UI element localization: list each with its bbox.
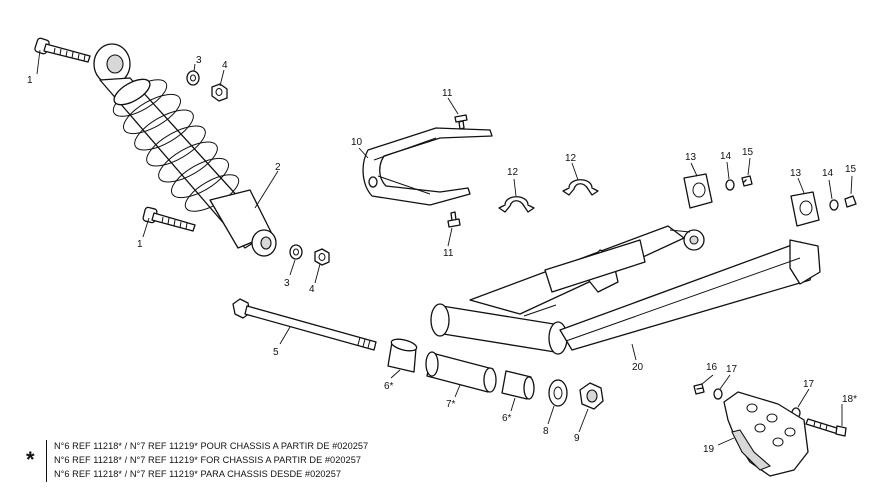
callout-9: 9 — [574, 433, 580, 444]
callout-3-top: 3 — [196, 55, 202, 66]
screw-part-11-upper — [454, 114, 468, 130]
callout-8: 8 — [543, 426, 549, 437]
callout-labels: 1 3 4 2 1 3 4 5 6* 7* 6* 8 9 10 11 11 12… — [27, 55, 857, 455]
callout-7: 7* — [446, 399, 456, 410]
clamp-part-12-left — [498, 196, 535, 213]
callout-17-right: 17 — [803, 379, 815, 390]
footnote-brace — [46, 440, 51, 482]
bolt-part-1-lower — [142, 206, 196, 232]
footnote-line-es: N°6 REF 11218* / N°7 REF 11219* PARA CHA… — [54, 469, 342, 479]
callout-12-right: 12 — [565, 153, 577, 164]
callout-16: 16 — [706, 362, 718, 373]
callout-10: 10 — [351, 137, 363, 148]
washer-part-14-left — [725, 179, 735, 191]
screw-part-11-lower — [447, 211, 461, 228]
washer-part-3-upper — [186, 70, 200, 86]
nut-part-4-upper — [211, 83, 228, 102]
callout-15-right: 15 — [845, 164, 857, 175]
callout-18: 18* — [842, 394, 857, 405]
chain-slider-part-10 — [362, 127, 493, 206]
clamp-part-12-right — [562, 179, 599, 196]
callout-20: 20 — [632, 362, 644, 373]
callout-5: 5 — [273, 347, 279, 358]
bolt-part-15-left — [741, 175, 753, 187]
chain-guide-part-19 — [723, 391, 809, 477]
callout-14-left: 14 — [720, 151, 732, 162]
tube-part-7 — [425, 351, 497, 393]
callout-6-right: 6* — [502, 413, 512, 424]
callout-11-lower: 11 — [443, 248, 454, 259]
bolt-part-18 — [805, 418, 847, 437]
callout-1-top: 1 — [27, 75, 33, 86]
washer-part-14-right — [829, 199, 839, 211]
spacer-part-6-left — [387, 338, 418, 373]
nut-part-9 — [579, 382, 604, 410]
washer-part-8 — [548, 379, 568, 407]
callout-2: 2 — [275, 162, 281, 173]
footnote-asterisk: * — [26, 447, 35, 472]
callout-17-left: 17 — [726, 364, 738, 375]
callout-3-lower: 3 — [284, 278, 290, 289]
swingarm-part-20 — [430, 225, 821, 355]
nut-part-4-lower — [314, 248, 330, 266]
spacer-part-6-right — [501, 370, 535, 400]
swingarm-axle-part-5 — [232, 298, 377, 351]
bolt-part-1-top — [34, 37, 91, 63]
callout-15-left: 15 — [742, 147, 754, 158]
footnote-line-fr: N°6 REF 11218* / N°7 REF 11219* POUR CHA… — [54, 441, 369, 451]
washer-part-17-left — [713, 388, 723, 400]
callout-4-lower: 4 — [309, 284, 315, 295]
callout-12-left: 12 — [507, 167, 519, 178]
callout-6-left: 6* — [384, 381, 394, 392]
washer-part-3-lower — [289, 244, 303, 260]
leader-lines — [36, 49, 853, 446]
adjuster-block-part-13-right — [790, 191, 820, 227]
callout-14-right: 14 — [822, 168, 834, 179]
callout-4-top: 4 — [222, 60, 228, 71]
bolt-part-16 — [693, 383, 705, 395]
bolt-part-15-right — [844, 195, 857, 208]
adjuster-block-part-13-left — [683, 173, 713, 209]
callout-19: 19 — [703, 444, 715, 455]
callout-13-right: 13 — [790, 168, 802, 179]
shock-absorber-part-2 — [93, 43, 277, 257]
footnote-line-en: N°6 REF 11218* / N°7 REF 11219* FOR CHAS… — [54, 455, 362, 465]
callout-13-left: 13 — [685, 152, 697, 163]
callout-1-lower: 1 — [137, 239, 143, 250]
callout-11-top: 11 — [442, 88, 453, 99]
